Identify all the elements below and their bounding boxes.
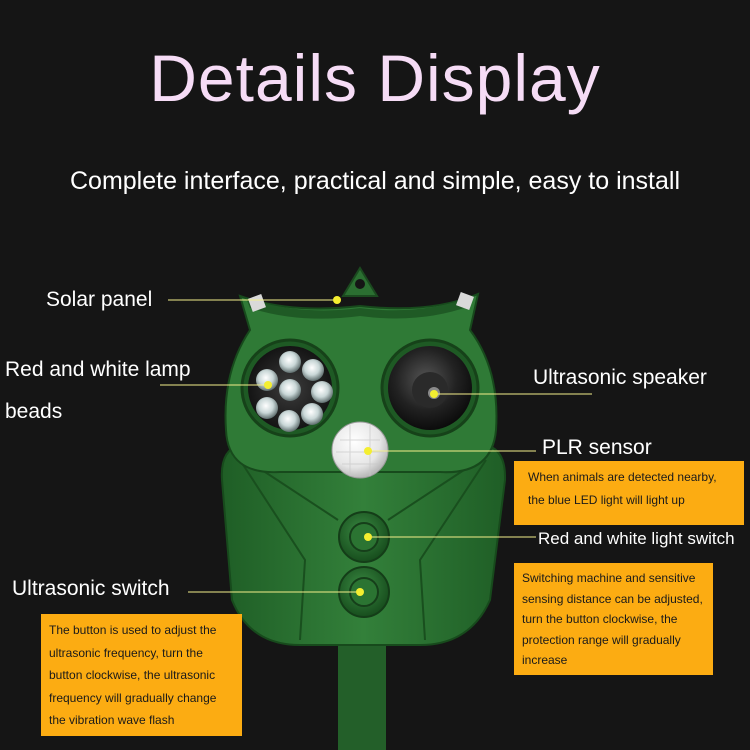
led-lamp-icon: [256, 351, 333, 432]
page-title: Details Display: [149, 41, 601, 115]
plr-sensor-note: When animals are detected nearby, the bl…: [514, 461, 744, 525]
solar-panel-label: Solar panel: [46, 288, 153, 311]
leader-lines: [160, 299, 592, 593]
plr-sensor-label: PLR sensor: [542, 436, 652, 459]
ultrasonic-speaker-label: Ultrasonic speaker: [533, 366, 707, 389]
lamp-beads-label-line1: Red and white lamp: [5, 358, 191, 381]
pir-sensor-icon: [331, 421, 389, 479]
ultrasonic-switch-note: The button is used to adjust the ultraso…: [41, 614, 242, 736]
light-switch-label: Red and white light switch: [538, 529, 735, 548]
page-subtitle: Complete interface, practical and simple…: [69, 167, 680, 195]
solar-panel-icon: [246, 296, 474, 319]
ultrasonic-switch-label: Ultrasonic switch: [12, 577, 170, 600]
sensitivity-switch-note: Switching machine and sensitive sensing …: [514, 563, 713, 675]
lamp-beads-label-line2: beads: [5, 400, 63, 423]
ground-stake: [338, 630, 386, 750]
